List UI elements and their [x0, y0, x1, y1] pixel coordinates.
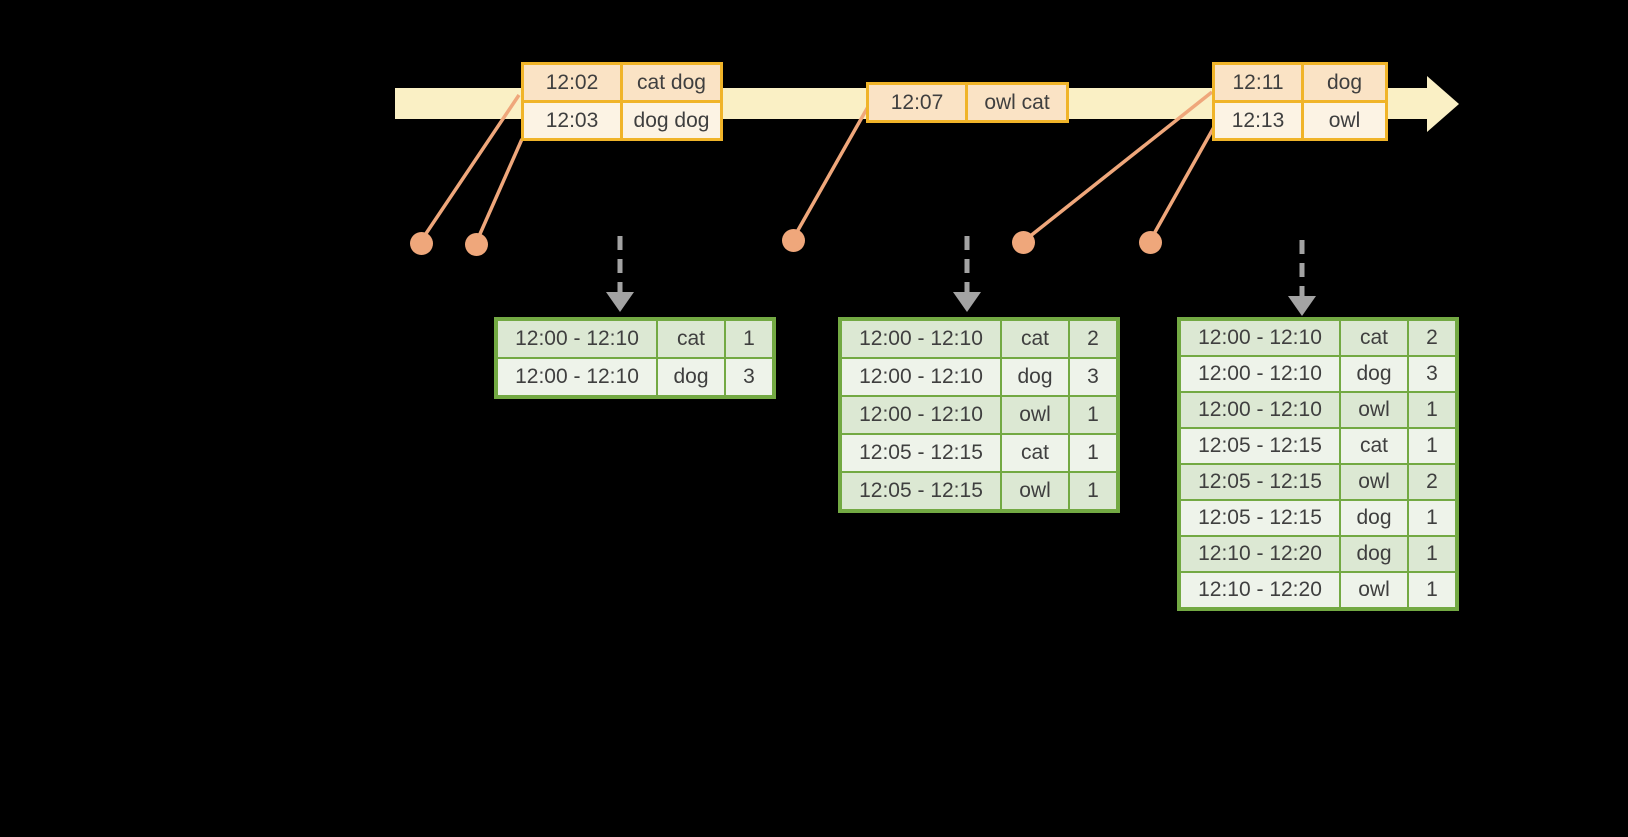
event-table: 12:11 dog 12:13 owl — [1212, 62, 1388, 141]
table-row: 12:05 - 12:15 cat 1 — [1178, 427, 1458, 465]
table-row: 12:00 - 12:10 owl 1 — [1178, 391, 1458, 429]
window-cell: 12:00 - 12:10 — [1178, 391, 1341, 429]
word-cell: owl — [1339, 571, 1409, 610]
event-leader-line — [1148, 126, 1216, 242]
result-table: 12:00 - 12:10 cat 2 12:00 - 12:10 dog 3 … — [1177, 317, 1459, 611]
window-cell: 12:05 - 12:15 — [1178, 499, 1341, 537]
table-row: 12:05 - 12:15 cat 1 — [839, 433, 1119, 473]
word-cell: owl — [1000, 471, 1070, 512]
table-row: 12:03 dog dog — [521, 100, 723, 141]
table-row: 12:13 owl — [1212, 100, 1388, 141]
word-cell: owl — [1339, 391, 1409, 429]
count-cell: 2 — [1068, 318, 1119, 359]
event-time-cell: 12:02 — [521, 62, 623, 103]
window-cell: 12:00 - 12:10 — [495, 357, 658, 398]
event-words-cell: owl — [1301, 100, 1388, 141]
word-cell: cat — [1000, 318, 1070, 359]
result-table: 12:00 - 12:10 cat 1 12:00 - 12:10 dog 3 — [494, 317, 776, 399]
word-cell: dog — [1339, 535, 1409, 573]
count-cell: 3 — [724, 357, 775, 398]
count-cell: 2 — [1407, 463, 1458, 501]
table-row: 12:05 - 12:15 dog 1 — [1178, 499, 1458, 537]
count-cell: 1 — [724, 318, 775, 359]
event-leader-line — [474, 138, 524, 244]
table-row: 12:05 - 12:15 owl 1 — [839, 471, 1119, 512]
table-row: 12:10 - 12:20 owl 1 — [1178, 571, 1458, 610]
table-row: 12:00 - 12:10 dog 3 — [839, 357, 1119, 397]
event-dot — [1139, 231, 1162, 254]
window-cell: 12:00 - 12:10 — [839, 357, 1002, 397]
window-cell: 12:00 - 12:10 — [1178, 355, 1341, 393]
window-cell: 12:05 - 12:15 — [1178, 463, 1341, 501]
event-leader-line — [791, 104, 871, 240]
result-table: 12:00 - 12:10 cat 2 12:00 - 12:10 dog 3 … — [838, 317, 1120, 513]
event-words-cell: dog — [1301, 62, 1388, 103]
arrow-down-icon — [953, 292, 981, 312]
table-row: 12:00 - 12:10 cat 1 — [495, 318, 775, 359]
event-table: 12:02 cat dog 12:03 dog dog — [521, 62, 723, 141]
word-cell: owl — [1000, 395, 1070, 435]
event-time-cell: 12:13 — [1212, 100, 1304, 141]
event-leader-line — [1022, 90, 1214, 243]
event-time-cell: 12:07 — [866, 82, 968, 123]
window-cell: 12:00 - 12:10 — [839, 395, 1002, 435]
count-cell: 1 — [1407, 391, 1458, 429]
event-time-cell: 12:03 — [521, 100, 623, 141]
table-row: 12:02 cat dog — [521, 62, 723, 103]
window-cell: 12:05 - 12:15 — [1178, 427, 1341, 465]
window-cell: 12:00 - 12:10 — [839, 318, 1002, 359]
word-cell: owl — [1339, 463, 1409, 501]
timeline-arrow-head-icon — [1427, 76, 1459, 132]
table-row: 12:00 - 12:10 cat 2 — [1178, 318, 1458, 357]
window-cell: 12:00 - 12:10 — [1178, 318, 1341, 357]
word-cell: dog — [1000, 357, 1070, 397]
event-words-cell: owl cat — [965, 82, 1069, 123]
word-cell: cat — [656, 318, 726, 359]
table-row: 12:10 - 12:20 dog 1 — [1178, 535, 1458, 573]
count-cell: 1 — [1407, 535, 1458, 573]
count-cell: 1 — [1407, 499, 1458, 537]
word-cell: cat — [1339, 318, 1409, 357]
window-cell: 12:05 - 12:15 — [839, 471, 1002, 512]
word-cell: dog — [656, 357, 726, 398]
arrow-down-icon — [606, 292, 634, 312]
table-row: 12:00 - 12:10 cat 2 — [839, 318, 1119, 359]
window-cell: 12:00 - 12:10 — [495, 318, 658, 359]
count-cell: 1 — [1068, 433, 1119, 473]
word-cell: cat — [1000, 433, 1070, 473]
word-cell: dog — [1339, 355, 1409, 393]
table-row: 12:07 owl cat — [866, 82, 1069, 123]
event-dot — [782, 229, 805, 252]
table-row: 12:00 - 12:10 dog 3 — [1178, 355, 1458, 393]
count-cell: 1 — [1407, 571, 1458, 610]
table-row: 12:05 - 12:15 owl 2 — [1178, 463, 1458, 501]
event-table: 12:07 owl cat — [866, 82, 1069, 123]
window-cell: 12:10 - 12:20 — [1178, 535, 1341, 573]
count-cell: 2 — [1407, 318, 1458, 357]
count-cell: 3 — [1068, 357, 1119, 397]
count-cell: 1 — [1407, 427, 1458, 465]
table-row: 12:11 dog — [1212, 62, 1388, 103]
event-words-cell: cat dog — [620, 62, 723, 103]
window-cell: 12:05 - 12:15 — [839, 433, 1002, 473]
count-cell: 3 — [1407, 355, 1458, 393]
table-row: 12:00 - 12:10 dog 3 — [495, 357, 775, 398]
event-dot — [410, 232, 433, 255]
event-dot — [465, 233, 488, 256]
word-cell: dog — [1339, 499, 1409, 537]
event-leader-line — [419, 94, 521, 242]
event-words-cell: dog dog — [620, 100, 723, 141]
count-cell: 1 — [1068, 471, 1119, 512]
count-cell: 1 — [1068, 395, 1119, 435]
window-cell: 12:10 - 12:20 — [1178, 571, 1341, 610]
event-time-cell: 12:11 — [1212, 62, 1304, 103]
table-row: 12:00 - 12:10 owl 1 — [839, 395, 1119, 435]
event-dot — [1012, 231, 1035, 254]
arrow-down-icon — [1288, 296, 1316, 316]
word-cell: cat — [1339, 427, 1409, 465]
